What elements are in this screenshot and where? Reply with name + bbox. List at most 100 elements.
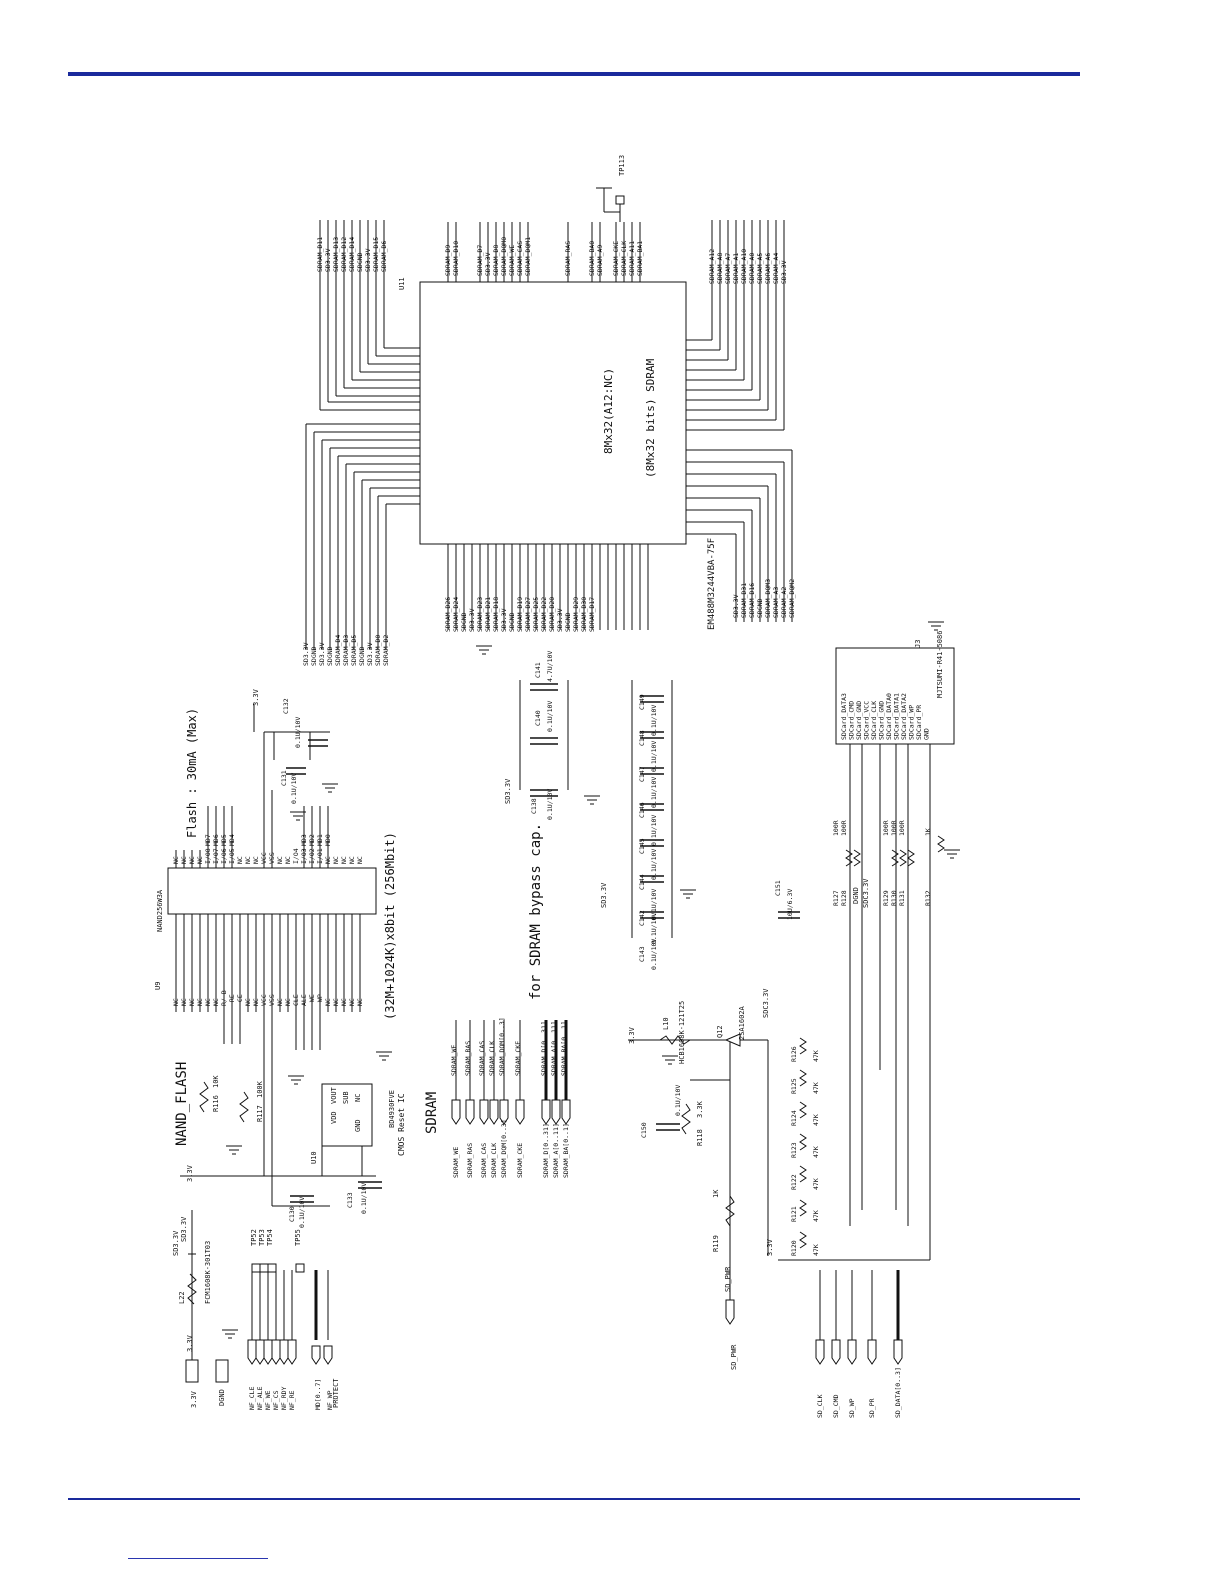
sdram-right-net: SDRAM_A6 [764, 253, 772, 284]
q12-ref: Q12 [716, 1025, 724, 1038]
port-nf-we [263, 1339, 273, 1365]
nand-pin-label: NC [188, 998, 196, 1006]
tp52-label: TP52 [250, 1229, 258, 1246]
net-sd33-top: SD3.3V [180, 1216, 188, 1242]
port-nf-cle [247, 1339, 257, 1365]
port-3v3 [185, 1359, 199, 1383]
c130-symbol [290, 1195, 314, 1203]
j3-sd-connector-body [835, 647, 955, 745]
sd-connector-pin: SDCard_GND [855, 701, 863, 740]
ground-symbol [376, 1051, 392, 1061]
sdram-top-net: SDRAM_A9 [596, 245, 604, 276]
capacitor-ref: C146 [638, 802, 646, 818]
nand-pin-label: ALE [300, 994, 308, 1006]
nand-pin-label: ~CE [236, 994, 244, 1006]
nand-pin-label: NC [332, 998, 340, 1006]
r117-label: R117 [256, 1105, 264, 1122]
sdram-port-net: SDRAM_CKE [514, 1041, 522, 1076]
nand-pin-label: I/O2 [308, 848, 316, 864]
nand-port-label: NF_WP [326, 1390, 334, 1410]
pullup-resistor-ref: R126 [790, 1046, 798, 1062]
sdram-left-net: SDRAM_D15 [372, 237, 380, 272]
nand-pin-label: NC [188, 856, 196, 864]
l10-ref: L10 [662, 1017, 670, 1030]
net-sd33-l22: SD3.3V [172, 1230, 180, 1256]
sdram-top-net: SDRAM_D9 [444, 245, 452, 276]
u9-part: NAND256W3A [156, 889, 164, 932]
net-sd33-bypass2: SD3.3V [600, 882, 608, 908]
sdram-bl-net: SDRAM_D5 [350, 635, 358, 666]
capacitor-value: 0.1U/10V [360, 1183, 368, 1214]
r117-value: 100K [256, 1080, 264, 1098]
sdram-bottom-net: SD3.3V [556, 608, 564, 632]
u10-ref: U10 [310, 1151, 318, 1164]
capacitor-ref: C148 [638, 730, 646, 746]
r127-symbol [845, 849, 853, 867]
ground-symbol [322, 783, 338, 793]
nand-pin-label: NC [284, 998, 292, 1006]
u9-ref: U9 [154, 982, 162, 990]
net-3v3-flash: 3.3V [252, 688, 260, 706]
net-3v3-nand: 3.3V [186, 1164, 194, 1182]
sdram-bottom-net: SDRAM_D20 [548, 597, 556, 632]
sd-port-label: SD_PR [868, 1398, 876, 1418]
net-sd-pwr: SD_PWR [724, 1266, 732, 1292]
r118-value: 3.3K [696, 1100, 704, 1118]
sdram-title: SDRAM [424, 1092, 440, 1134]
sdram-bottom-net: SDGND [508, 612, 516, 632]
ground-symbol [944, 849, 960, 859]
nand-md-net: MD1 [316, 834, 324, 846]
nand-pin-label: CLE [292, 994, 300, 1006]
r118-symbol [681, 1103, 691, 1135]
port-sd-cmd [831, 1339, 841, 1365]
net-3v3-pullup: 3.3V [766, 1238, 774, 1256]
pullup-resistor-value: 47K [812, 1082, 820, 1094]
nand-port-label: MD[0..7] [314, 1379, 322, 1410]
capacitor-ref: C138 [530, 798, 538, 814]
capacitor-value: 0.1U/10V [650, 777, 658, 808]
nand-pin-label: NC [276, 998, 284, 1006]
capacitor-ref: C142 [638, 910, 646, 926]
pullup-resistor-value: 47K [812, 1244, 820, 1256]
capacitor-ref: C149 [638, 694, 646, 710]
sdram-bottom-net: SDRAM_D25 [532, 597, 540, 632]
capacitor-value: 0.1U/10V [650, 913, 658, 944]
l22-symbol [187, 1273, 197, 1305]
net-dgnd-conn: DGND [852, 887, 860, 904]
capacitor-value: 0.1U/10V [674, 1085, 682, 1116]
capacitor-value: 0.1U/10V [650, 705, 658, 736]
tp53-pad [259, 1263, 269, 1273]
tp52-pad [251, 1263, 261, 1273]
sdram-bl-net: SD3.3V [318, 642, 326, 666]
nand-pin-label: NC [332, 856, 340, 864]
net-3v3-l10: 3.3V [628, 1026, 636, 1044]
port-sd-clk [815, 1339, 825, 1365]
sd-series-resistor-ref: R132 [924, 890, 932, 906]
sdram-port-label: SDRAM_RAS [466, 1143, 474, 1178]
flash-current-note: Flash : 30mA (Max) [185, 708, 199, 838]
capacitor-value: 0.1U/10V [650, 815, 658, 846]
capacitor-ref: C143 [638, 946, 646, 962]
nand-pin-label: NC [244, 856, 252, 864]
port-sdram-we [451, 1099, 461, 1125]
r117-symbol [239, 1091, 249, 1123]
sd-series-resistor-value: 1K [924, 828, 932, 836]
nand-md-net: MD2 [308, 834, 316, 846]
sdram-port-net: SDRAM_RAS [464, 1041, 472, 1076]
capacitor-value: 0.1U/10V [650, 889, 658, 920]
port-sdram-a [551, 1099, 561, 1125]
u11-part: EM488M3244VBA-75F [707, 538, 717, 630]
sd-connector-pin: SDCard_PR [915, 705, 923, 740]
sdram-left-net: SDRAM_D14 [348, 237, 356, 272]
sd-series-resistor-value: 100R [890, 820, 898, 836]
sdram-size-note: 8Mx32(A12:NC) [602, 368, 615, 454]
sdram-bottom-net: SDGND [564, 612, 572, 632]
sdram-port-net: SDRAM_D[0..31] [540, 1021, 548, 1076]
l10-part: HCB1608K-121T25 [678, 1001, 686, 1064]
capacitor-value: 0.1U/10V [294, 717, 302, 748]
sdram-left-net: SDRAM_D11 [316, 237, 324, 272]
nand-pin-label: NC [348, 856, 356, 864]
port-nf-rdy [279, 1339, 289, 1365]
nand-pin-label: NC [276, 856, 284, 864]
sd-port-label: SD_DATA[0..3] [894, 1367, 902, 1418]
